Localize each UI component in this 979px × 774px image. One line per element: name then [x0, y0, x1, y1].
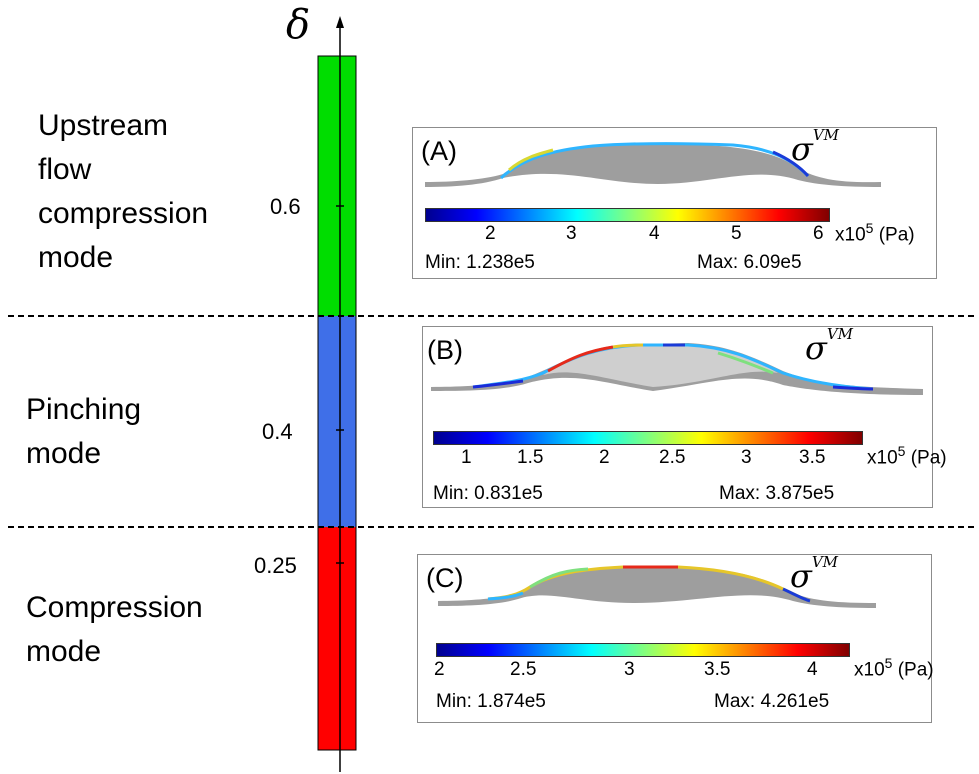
colorbar-tick-label: 1: [461, 447, 472, 468]
max-value: Max: 6.09e5: [697, 252, 802, 273]
mode-label-line: mode: [38, 241, 114, 274]
stenosis-profile: [438, 565, 876, 608]
max-value: Max: 3.875e5: [719, 483, 835, 504]
colorbar-tick-label: 2: [434, 659, 445, 680]
colorbar-tick-label: 5: [731, 223, 742, 244]
min-value: Min: 1.238e5: [425, 252, 535, 273]
mode-separator: [8, 315, 974, 317]
colorbar-tick-label: 3.5: [799, 447, 826, 468]
mode-label-line: Pinching: [26, 393, 142, 426]
colorbar: [425, 208, 830, 222]
colorbar: [433, 431, 863, 445]
panel-b: (B) σVM 1 1.5 2 2.5 3 3.5 x105 (Pa) Min:…: [422, 325, 947, 508]
colorbar-unit: x105 (Pa): [867, 443, 947, 469]
colorbar-tick-label: 4: [807, 659, 818, 680]
panel-letter: (C): [426, 563, 464, 593]
sigma-symbol: σ: [791, 130, 813, 168]
min-value: Min: 0.831e5: [433, 483, 543, 504]
mode-band-upstream: [318, 56, 356, 316]
panel-c: (C) σVM 2 2.5 3 3.5 4 x105 (Pa) Min: 1.8…: [417, 553, 934, 723]
delta-axis-symbol: δ: [286, 2, 311, 48]
axis-tick-label: 0.4: [262, 419, 293, 444]
mode-label-line: Upstream: [38, 109, 169, 142]
colorbar-tick-label: 3: [741, 447, 752, 468]
max-value: Max: 4.261e5: [714, 691, 830, 712]
axis-arrow: [336, 16, 344, 28]
mode-band-compression: [318, 527, 356, 750]
axis-tick-label: 0.6: [270, 194, 301, 219]
sigma-superscript: VM: [811, 553, 839, 571]
mode-label-pinching: Pinching mode: [26, 388, 141, 476]
mode-label-line: compression: [38, 197, 209, 230]
colorbar-tick-label: 3: [566, 223, 577, 244]
mode-separator: [8, 526, 974, 528]
sigma-vm-label: σVM: [791, 126, 839, 168]
mode-band-pinching: [318, 316, 356, 527]
sigma-symbol: σ: [790, 557, 812, 595]
mode-label-upstream: Upstream flow compression mode: [38, 104, 208, 280]
colorbar-tick-label: 3: [624, 659, 635, 680]
colorbar: [436, 643, 850, 657]
colorbar-tick-label: 2.5: [510, 659, 537, 680]
mode-label-line: mode: [26, 437, 102, 470]
colorbar-tick-label: 2: [599, 447, 610, 468]
sigma-vm-label: σVM: [790, 553, 838, 595]
stenosis-profile: [425, 142, 881, 187]
panel-letter: (A): [421, 136, 457, 166]
colorbar-unit: x105 (Pa): [854, 655, 934, 681]
min-value: Min: 1.874e5: [436, 691, 546, 712]
colorbar-tick-label: 4: [649, 223, 660, 244]
mode-label-line: mode: [26, 635, 102, 668]
panel-letter: (B): [427, 335, 463, 365]
sigma-symbol: σ: [805, 329, 827, 367]
colorbar-tick-label: 3.5: [704, 659, 731, 680]
sigma-superscript: VM: [826, 325, 854, 343]
colorbar-tick-label: 1.5: [517, 447, 544, 468]
colorbar-tick-label: 2.5: [659, 447, 686, 468]
colorbar-unit: x105 (Pa): [835, 220, 915, 246]
mode-label-compression: Compression mode: [26, 586, 203, 674]
sigma-vm-label: σVM: [805, 325, 853, 367]
panel-a: (A) σVM 2 3 4 5 6 x105 (Pa) Min: 1.238e5…: [412, 126, 937, 279]
mode-band-outline: [317, 55, 357, 751]
colorbar-tick-label: 2: [485, 223, 496, 244]
axis-tick-label: 0.25: [254, 553, 297, 578]
mode-label-line: Compression: [26, 591, 203, 624]
sigma-superscript: VM: [812, 126, 840, 144]
mode-label-line: flow: [38, 153, 92, 186]
colorbar-tick-label: 6: [813, 223, 824, 244]
stenosis-profile: [431, 343, 923, 395]
